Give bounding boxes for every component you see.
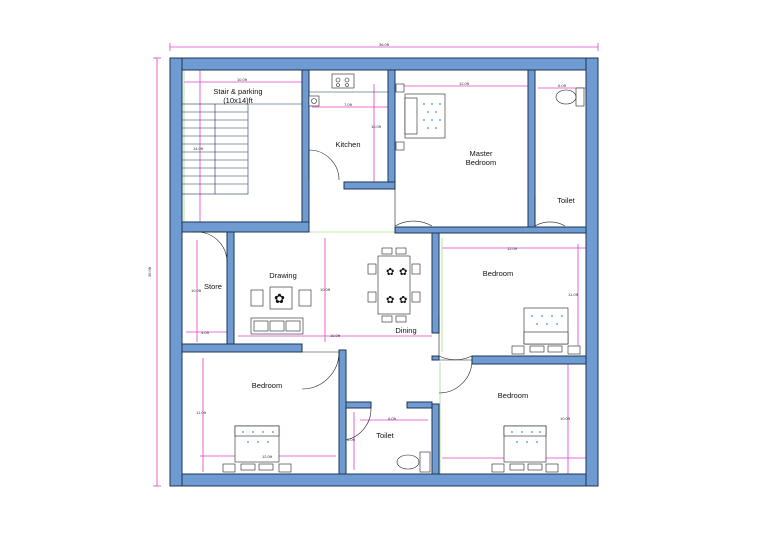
toilet-top-width-label: 6.0ft	[558, 83, 567, 88]
svg-text:✿: ✿	[386, 267, 394, 278]
bed-bottom-left-icon	[222, 425, 292, 473]
master-bedroom-label-line1: Master	[470, 149, 493, 158]
stair-width-label: 10.0ft	[237, 77, 248, 82]
doors	[196, 149, 566, 441]
svg-text:✿: ✿	[274, 291, 285, 306]
overall-width-label: 36.0ft	[379, 42, 390, 47]
toilet-bottom-icon	[396, 451, 431, 473]
toilet-top-label: Toilet	[557, 196, 575, 205]
stair-parking-label: Stair & parking	[213, 87, 262, 96]
kitchen-height-label: 10.0ft	[371, 124, 382, 129]
dimension-labels: 36.0ft 36.0ft 10.0ft 14.0ft 7.0ft 10.0ft…	[147, 42, 579, 459]
svg-text:✿: ✿	[399, 267, 407, 278]
dining-label: Dining	[395, 326, 416, 335]
bedroom-right-height-label: 11.0ft	[568, 292, 579, 297]
room-labels: Stair & parking (10x14)ft Kitchen Master…	[204, 87, 576, 440]
svg-text:✿: ✿	[399, 295, 407, 306]
toilet-top-icon	[555, 87, 585, 107]
drawing-height-label: 10.0ft	[320, 287, 331, 292]
drawing-label: Drawing	[269, 271, 297, 280]
bed-right-icon	[511, 307, 581, 355]
kitchen-fixtures	[308, 73, 388, 107]
store-height-label: 10.0ft	[191, 288, 202, 293]
bedroom-right-width-label: 12.0ft	[507, 246, 518, 251]
drawing-sofa-set-icon: ✿	[250, 286, 312, 335]
dining-table-icon: ✿ ✿ ✿ ✿	[367, 247, 421, 323]
bedroom-bottom-left-label: Bedroom	[252, 381, 282, 390]
bed-bottom-right-icon	[491, 425, 559, 473]
stove-icon	[331, 73, 355, 89]
stair-height-label: 14.0ft	[193, 146, 204, 151]
overall-height-label: 36.0ft	[147, 266, 152, 277]
master-width-label: 12.0ft	[459, 81, 470, 86]
kitchen-label: Kitchen	[335, 140, 360, 149]
toilet-bottom-label: Toilet	[376, 431, 394, 440]
toilet-bottom-height-label: 6.0ft	[347, 437, 356, 442]
svg-text:✿: ✿	[386, 295, 394, 306]
toilet-bottom-width-label: 6.0ft	[388, 416, 397, 421]
bedroom-bottom-left-height-label: 11.0ft	[196, 410, 207, 415]
master-bed-icon	[395, 83, 446, 151]
store-label: Store	[204, 282, 222, 291]
stair-parking-size-label: (10x14)ft	[223, 96, 254, 105]
dimension-lines	[153, 43, 599, 487]
walls	[169, 57, 599, 487]
master-bedroom-label-line2: Bedroom	[466, 158, 496, 167]
bedroom-bottom-right-height-label: 10.0ft	[560, 416, 571, 421]
dining-width-label: 10.0ft	[330, 333, 341, 338]
store-width-label: 4.0ft	[201, 330, 210, 335]
bedroom-bottom-right-label: Bedroom	[498, 391, 528, 400]
stair-steps	[181, 103, 302, 195]
bedroom-bottom-left-width-label: 12.0ft	[262, 454, 273, 459]
kitchen-width-label: 7.0ft	[344, 102, 353, 107]
bedroom-right-label: Bedroom	[483, 269, 513, 278]
